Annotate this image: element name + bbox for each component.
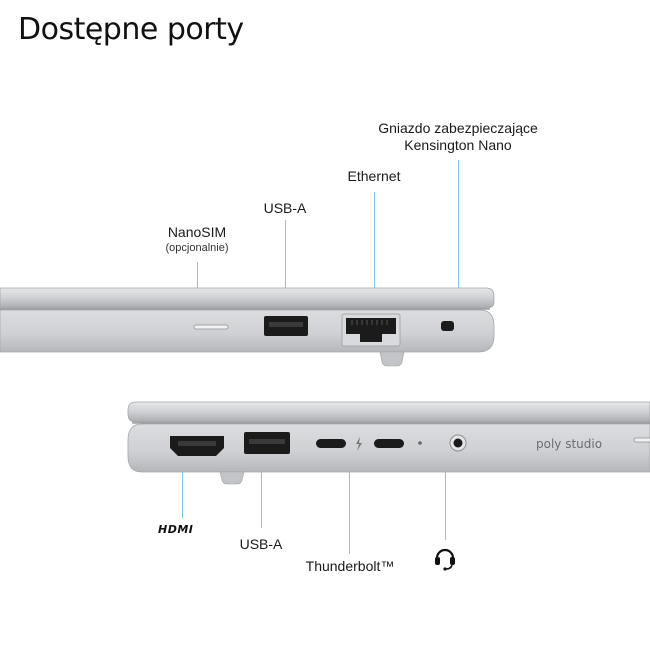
hdmi-port — [170, 436, 224, 456]
leader-nanosim — [197, 262, 198, 288]
usb-a-port-top — [264, 316, 308, 336]
usb-a-port-bottom — [244, 432, 290, 454]
speaker-slit — [633, 437, 650, 443]
usb-c-port-1 — [316, 439, 346, 448]
leader-ethernet — [374, 192, 375, 288]
label-thunderbolt: Thunderbolt™ — [305, 558, 395, 574]
nanosim-slot — [193, 324, 229, 330]
hdmi-logo-icon: HDMI — [158, 523, 193, 536]
leader-kensington — [458, 160, 459, 288]
thunderbolt-icon — [356, 437, 362, 451]
headset-icon — [435, 548, 455, 571]
svg-text:HDMI: HDMI — [158, 523, 193, 536]
label-usb-a-top: USB-A — [263, 200, 307, 216]
label-ethernet: Ethernet — [347, 168, 401, 184]
status-led — [418, 441, 422, 445]
page-title: Dostępne porty — [18, 12, 244, 47]
usb-c-port-2 — [374, 439, 404, 448]
audio-jack — [449, 434, 467, 452]
leader-audio — [445, 472, 446, 540]
ethernet-port — [341, 313, 401, 347]
leader-usb-a-top — [285, 220, 286, 288]
leader-usb-a-bottom — [261, 472, 262, 528]
label-nanosim: NanoSIM (opcjonalnie) — [165, 224, 229, 254]
leader-thunderbolt — [349, 472, 350, 554]
poly-studio-logo: poly studio — [536, 437, 602, 451]
leader-hdmi — [182, 472, 183, 518]
kensington-slot — [441, 321, 454, 331]
label-kensington: Gniazdo zabezpieczające Kensington Nano — [378, 120, 538, 153]
label-usb-a-bottom: USB-A — [239, 536, 283, 552]
